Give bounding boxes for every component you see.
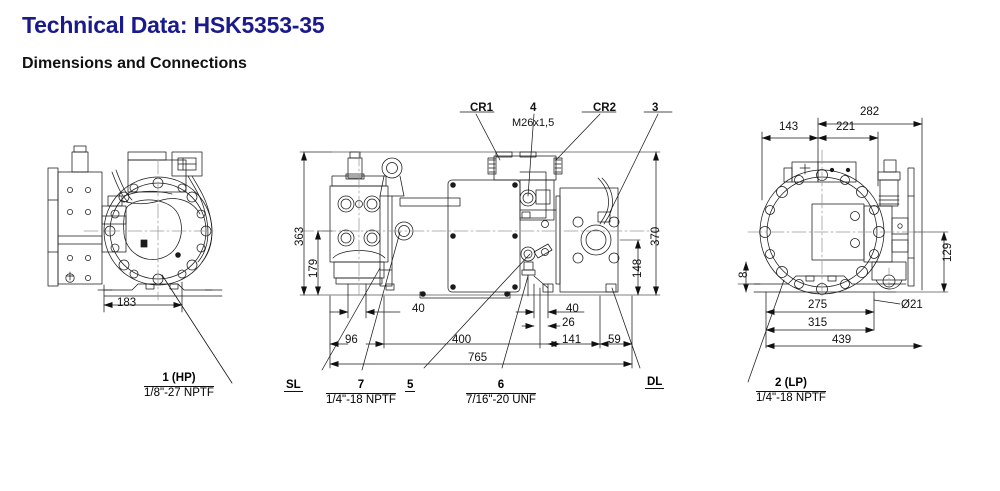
page-title: Technical Data: HSK5353-35: [22, 12, 325, 38]
left-view-geometry: [47, 145, 233, 384]
callout-dl: DL: [645, 376, 665, 389]
callout-7-spec: 1/4"-18 NPTF: [326, 394, 396, 407]
label-3: 3: [652, 102, 659, 114]
label-cr2: CR2: [593, 102, 617, 114]
callout-2-spec: 1/4"-18 NPTF: [756, 392, 826, 405]
dim-right-275: 275: [808, 299, 828, 311]
callout-sl: SL: [284, 379, 303, 392]
dim-right-143: 143: [779, 121, 799, 133]
dim-mid-96: 96: [345, 334, 358, 346]
dim-mid-26: 26: [562, 317, 575, 329]
callout-1-spec: 1/8"-27 NPTF: [144, 387, 214, 400]
callout-6-label: 6: [466, 379, 536, 394]
dim-mid-40-right: 40: [566, 303, 579, 315]
dim-mid-179: 179: [308, 258, 320, 278]
callout-1-hp: 1 (HP) 1/8"-27 NPTF: [144, 372, 214, 401]
page-subtitle: Dimensions and Connections: [22, 55, 247, 72]
dim-right-129: 129: [942, 242, 954, 262]
callout-5: 5: [405, 379, 416, 392]
dim-mid-141: 141: [562, 334, 582, 346]
callout-2-label: 2 (LP): [756, 377, 826, 392]
dim-mid-765: 765: [468, 352, 488, 364]
dim-mid-370: 370: [650, 226, 662, 246]
dim-right-diameter-21: Ø21: [901, 299, 923, 311]
callout-7: 7 1/4"-18 NPTF: [326, 379, 396, 408]
dim-mid-363: 363: [294, 226, 306, 246]
callout-2-lp: 2 (LP) 1/4"-18 NPTF: [756, 377, 826, 406]
dim-right-8: 8: [738, 271, 750, 278]
dim-right-315: 315: [808, 317, 828, 329]
callout-6: 6 7/16"-20 UNF: [466, 379, 536, 408]
label-cr1: CR1: [470, 102, 494, 114]
dim-right-439: 439: [832, 334, 852, 346]
dim-left-183: 183: [117, 297, 137, 309]
right-view-geometry: [737, 117, 949, 383]
dim-right-221: 221: [836, 121, 856, 133]
dim-mid-400: 400: [452, 334, 472, 346]
dim-mid-40-left: 40: [412, 303, 425, 315]
label-m26: M26x1,5: [512, 117, 555, 129]
label-4: 4: [530, 102, 537, 114]
callout-7-label: 7: [326, 379, 396, 394]
middle-view-geometry: [299, 111, 673, 371]
callout-1-label: 1 (HP): [144, 372, 214, 387]
dim-right-282: 282: [860, 106, 880, 118]
dim-mid-148: 148: [632, 258, 644, 278]
callout-6-spec: 7/16"-20 UNF: [466, 394, 536, 407]
dim-mid-59: 59: [608, 334, 621, 346]
